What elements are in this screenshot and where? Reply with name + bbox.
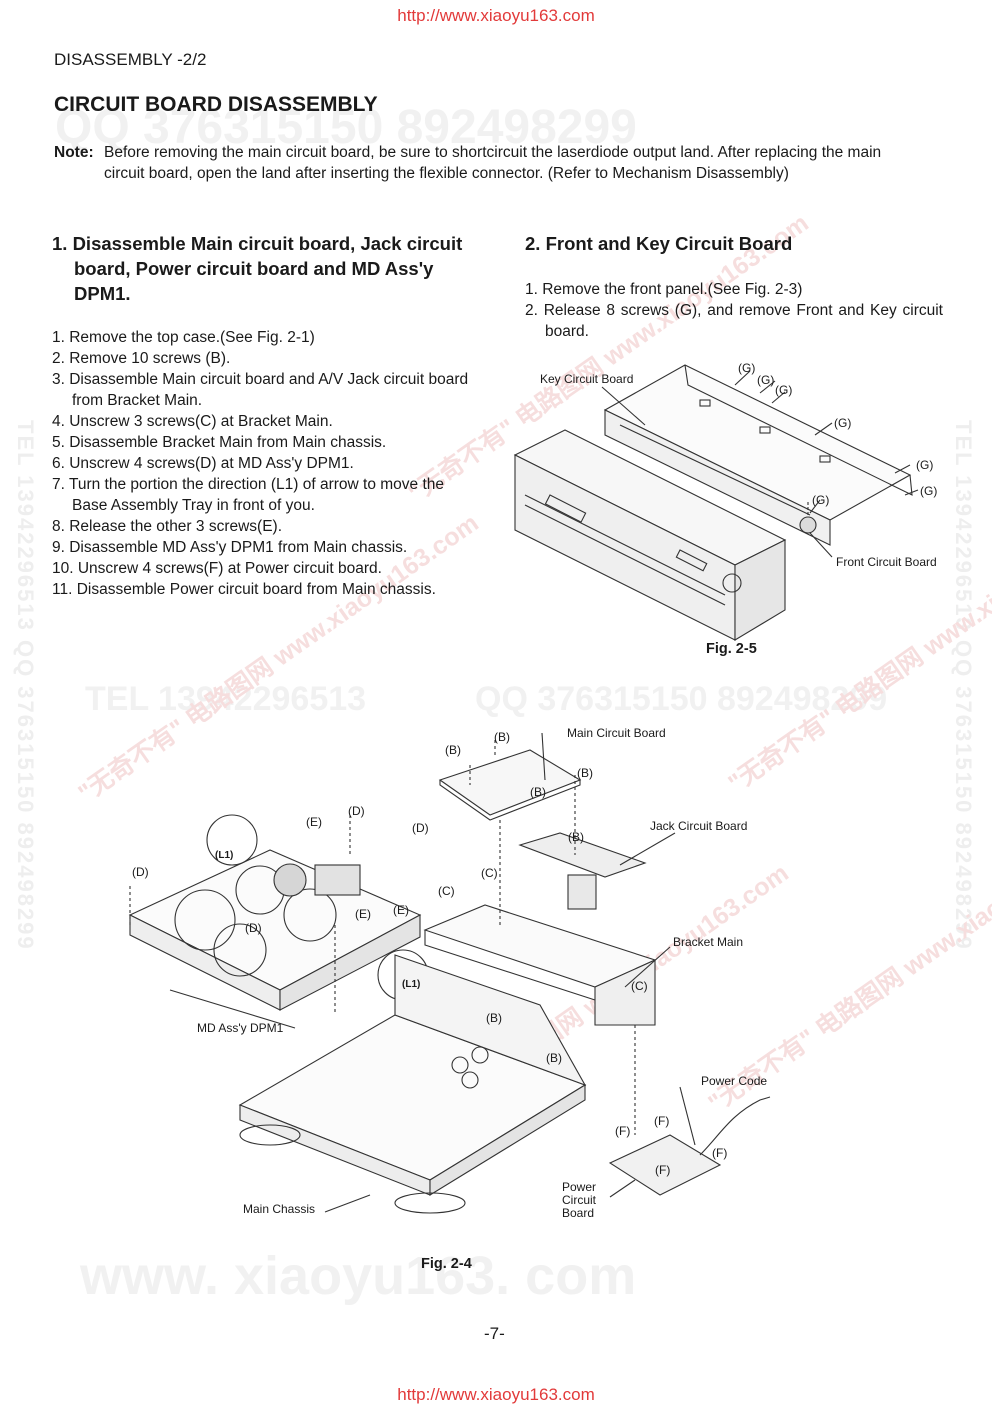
section2-steps: 1. Remove the front panel.(See Fig. 2-3)… xyxy=(525,279,943,342)
label-screw-f: (F) xyxy=(655,1163,671,1177)
label-screw-f: (F) xyxy=(654,1114,670,1128)
label-screw-b: (B) xyxy=(494,730,510,744)
step-item: 2. Release 8 screws (G), and remove Fron… xyxy=(525,302,943,340)
figure-2-5-drawing xyxy=(513,364,919,641)
label-power-code: Power Code xyxy=(701,1074,768,1088)
note: Note: Before removing the main circuit b… xyxy=(54,142,914,184)
watermark-side-right: TEL 13942296513 QQ 376315150 892498299 xyxy=(951,420,976,951)
step-item: 4. Unscrew 3 screws(C) at Bracket Main. xyxy=(52,413,333,430)
section1-steps: 1. Remove the top case.(See Fig. 2-1) 2.… xyxy=(52,327,472,600)
label-screw-b: (B) xyxy=(577,766,593,780)
step-item: 9. Disassemble MD Ass'y DPM1 from Main c… xyxy=(52,539,408,556)
label-screw-c: (C) xyxy=(481,866,498,880)
label-screw-b: (B) xyxy=(530,785,546,799)
label-bracket-main: Bracket Main xyxy=(673,935,744,949)
note-text: Before removing the main circuit board, … xyxy=(104,144,882,182)
label-power-circuit-board: Power Circuit Board xyxy=(562,1180,597,1220)
watermark-tel-mid: TEL 13942296513 xyxy=(85,680,367,718)
label-key-circuit-board: Key Circuit Board xyxy=(540,372,634,386)
label-screw-b: (B) xyxy=(486,1011,502,1025)
label-jack-circuit-board: Jack Circuit Board xyxy=(650,819,748,833)
label-screw-d: (D) xyxy=(132,865,149,879)
label-screw-g: (G) xyxy=(916,458,934,472)
label-screw-g: (G) xyxy=(757,373,775,387)
label-screw-c: (C) xyxy=(631,979,648,993)
step-item: 5. Disassemble Bracket Main from Main ch… xyxy=(52,434,387,451)
step-item: 2. Remove 10 screws (B). xyxy=(52,350,231,367)
label-screw-d: (D) xyxy=(245,921,262,935)
figure-2-4-caption: Fig. 2-4 xyxy=(421,1256,472,1272)
label-l1: (L1) xyxy=(215,850,234,861)
label-screw-g: (G) xyxy=(775,383,793,397)
figure-2-5-caption: Fig. 2-5 xyxy=(706,641,757,657)
note-label: Note: xyxy=(54,144,94,161)
label-screw-g: (G) xyxy=(920,484,938,498)
step-item: 8. Release the other 3 screws(E). xyxy=(52,518,283,535)
label-screw-b: (B) xyxy=(445,743,461,757)
label-screw-b: (B) xyxy=(568,830,584,844)
label-screw-e: (E) xyxy=(393,903,409,917)
section1-heading: 1. Disassemble Main circuit board, Jack … xyxy=(52,233,463,304)
step-item: 1. Remove the top case.(See Fig. 2-1) xyxy=(52,329,315,346)
step-item: 7. Turn the portion the direction (L1) o… xyxy=(52,476,445,514)
label-screw-d: (D) xyxy=(348,804,365,818)
step-item: 10. Unscrew 4 screws(F) at Power circuit… xyxy=(52,560,382,577)
watermark-qq-top: QQ 376315150 892498299 xyxy=(55,101,637,154)
label-front-circuit-board: Front Circuit Board xyxy=(836,555,937,569)
label-screw-g: (G) xyxy=(738,361,756,375)
label-md-assy: MD Ass'y DPM1 xyxy=(197,1021,284,1035)
watermark-side-left: TEL 13942296513 QQ 376315150 892498299 xyxy=(13,420,38,951)
label-screw-g: (G) xyxy=(834,416,852,430)
section2-heading: 2. Front and Key Circuit Board xyxy=(525,233,793,254)
label-screw-b: (B) xyxy=(546,1051,562,1065)
label-screw-f: (F) xyxy=(712,1146,728,1160)
figure-2-4-drawing xyxy=(128,732,771,1214)
source-url-bottom: http://www.xiaoyu163.com xyxy=(397,1385,595,1404)
label-main-chassis: Main Chassis xyxy=(243,1202,316,1216)
step-item: 1. Remove the front panel.(See Fig. 2-3) xyxy=(525,281,803,298)
label-screw-d: (D) xyxy=(412,821,429,835)
label-screw-g: (G) xyxy=(812,493,830,507)
page-title: CIRCUIT BOARD DISASSEMBLY xyxy=(54,93,378,116)
watermark-qq-mid: QQ 376315150 892498299 xyxy=(475,680,888,718)
watermark-site: www. xiaoyu163. com xyxy=(80,1246,637,1306)
step-item: 6. Unscrew 4 screws(D) at MD Ass'y DPM1. xyxy=(52,455,354,472)
label-screw-f: (F) xyxy=(615,1124,631,1138)
page-header: DISASSEMBLY -2/2 xyxy=(54,50,207,69)
page-number: -7- xyxy=(484,1324,505,1343)
label-screw-e: (E) xyxy=(355,907,371,921)
step-item: 11. Disassemble Power circuit board from… xyxy=(52,581,436,598)
label-l1: (L1) xyxy=(402,979,421,990)
label-main-circuit-board: Main Circuit Board xyxy=(567,726,666,740)
source-url-top: http://www.xiaoyu163.com xyxy=(397,6,595,25)
label-screw-c: (C) xyxy=(438,884,455,898)
step-item: 3. Disassemble Main circuit board and A/… xyxy=(52,371,469,409)
label-screw-e: (E) xyxy=(306,815,322,829)
